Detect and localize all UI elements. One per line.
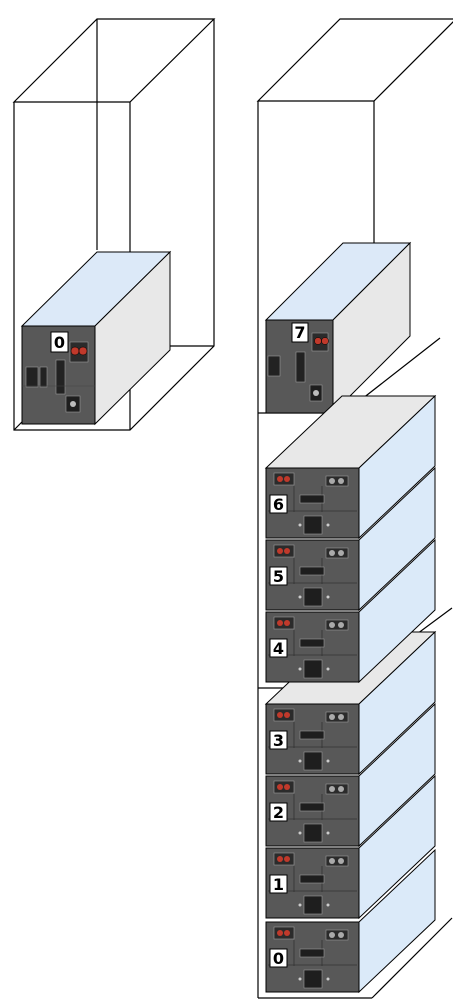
- battery-module: 0: [265, 848, 436, 994]
- battery-module: 2: [265, 702, 436, 848]
- battery-module: 4: [265, 538, 436, 684]
- module-label: 1: [273, 875, 284, 894]
- right-controller-unit: 7: [264, 241, 412, 415]
- module-label: 6: [273, 495, 284, 514]
- battery-module: 6: [264, 394, 437, 540]
- battery-module: 1: [265, 774, 436, 920]
- module-label: 3: [273, 731, 284, 750]
- left-controller-unit: 0: [20, 250, 172, 426]
- battery-module: 5: [265, 466, 436, 612]
- module-label: 0: [273, 949, 284, 968]
- module-label: 5: [273, 567, 284, 586]
- right-controller-label: 7: [294, 323, 305, 342]
- module-label: 2: [273, 803, 284, 822]
- module-label: 4: [273, 639, 284, 658]
- module-stack: 0 1 2 3 4 5 6: [264, 394, 437, 994]
- left-controller-label: 0: [54, 333, 65, 352]
